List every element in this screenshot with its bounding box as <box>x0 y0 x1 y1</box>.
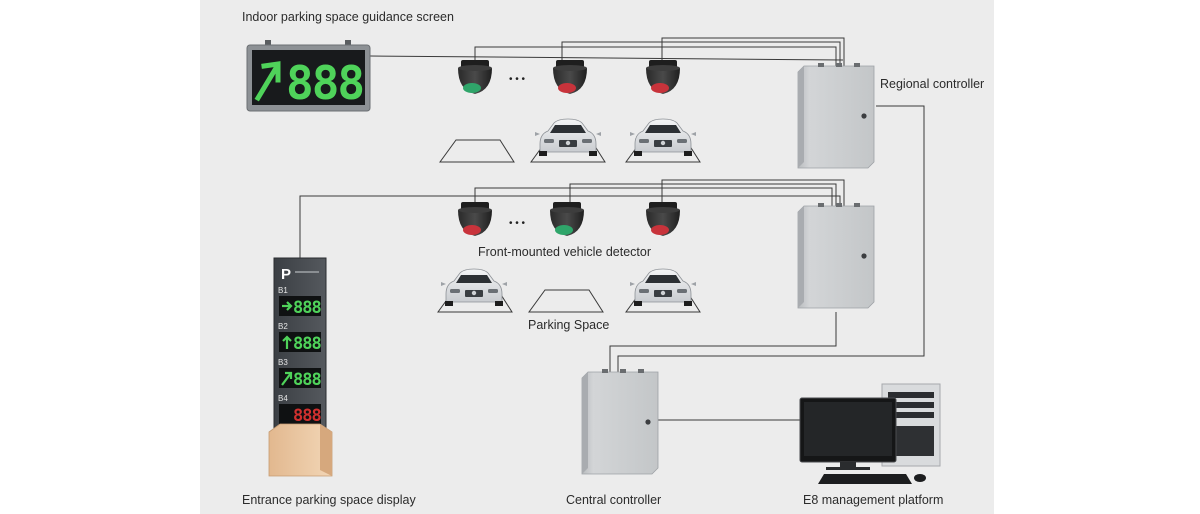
parking-space <box>530 118 606 163</box>
up-right-arrow-icon <box>281 371 293 386</box>
label-parking-space: Parking Space <box>528 318 609 332</box>
floor-row-b4: B4 888 <box>278 394 322 426</box>
parking-space <box>625 118 701 163</box>
floor-level-label: B1 <box>278 286 288 295</box>
floor-level-label: B3 <box>278 358 288 367</box>
vehicle-detector <box>458 60 492 94</box>
label-management-platform: E8 management platform <box>803 493 943 507</box>
car <box>629 268 697 307</box>
kiosk-logo: P <box>281 266 291 283</box>
parking-space <box>439 139 515 163</box>
right-arrow-icon <box>282 301 293 311</box>
floor-level-label: B2 <box>278 322 288 331</box>
floor-led-panel <box>279 332 321 352</box>
wiring <box>299 37 925 421</box>
vehicle-detector <box>646 202 680 236</box>
label-central-controller: Central controller <box>566 493 661 507</box>
floor-led-panel <box>279 404 321 424</box>
parking-space <box>437 268 513 313</box>
vehicle-detector <box>553 60 587 94</box>
detector-row-1: • • • <box>458 60 680 94</box>
detector-row-2: • • • <box>458 202 680 236</box>
label-indoor-screen: Indoor parking space guidance screen <box>242 10 454 24</box>
floor-count-digits: 888 <box>293 298 321 318</box>
parking-row-2 <box>437 268 701 313</box>
label-detector: Front-mounted vehicle detector <box>478 245 651 259</box>
diagram-panel: 888 • • • • • • <box>200 0 994 514</box>
parking-row-1 <box>439 118 701 163</box>
vehicle-detector <box>458 202 492 236</box>
system-diagram: 888 • • • • • • <box>242 10 984 507</box>
vehicle-detector <box>646 60 680 94</box>
vehicle-detector <box>550 202 584 236</box>
ellipsis: • • • <box>509 74 526 85</box>
parking-space <box>625 268 701 313</box>
floor-count-digits: 888 <box>293 406 321 426</box>
ellipsis: • • • <box>509 218 526 229</box>
floor-row-b3: B3 888 <box>278 358 322 390</box>
indoor-screen-digits: 888 <box>286 56 363 110</box>
central-controller <box>581 368 659 475</box>
regional-controller-1 <box>797 62 875 169</box>
indoor-guidance-screen: 888 <box>246 40 371 112</box>
floor-row-b2: B2 888 <box>278 322 322 354</box>
car <box>534 118 602 157</box>
label-regional-controller: Regional controller <box>880 77 984 91</box>
label-entrance-display: Entrance parking space display <box>242 493 416 507</box>
management-platform-computer <box>799 383 941 484</box>
parking-space <box>528 289 604 313</box>
floor-count-digits: 888 <box>293 370 321 390</box>
car <box>440 268 508 307</box>
floor-row-b1: B1 888 <box>278 286 322 318</box>
car <box>629 118 697 157</box>
up-arrow-icon <box>282 335 292 349</box>
regional-controller-2 <box>797 202 875 309</box>
up-right-arrow-icon <box>254 61 281 102</box>
floor-level-label: B4 <box>278 394 288 403</box>
floor-count-digits: 888 <box>293 334 321 354</box>
floor-led-panel <box>279 296 321 316</box>
